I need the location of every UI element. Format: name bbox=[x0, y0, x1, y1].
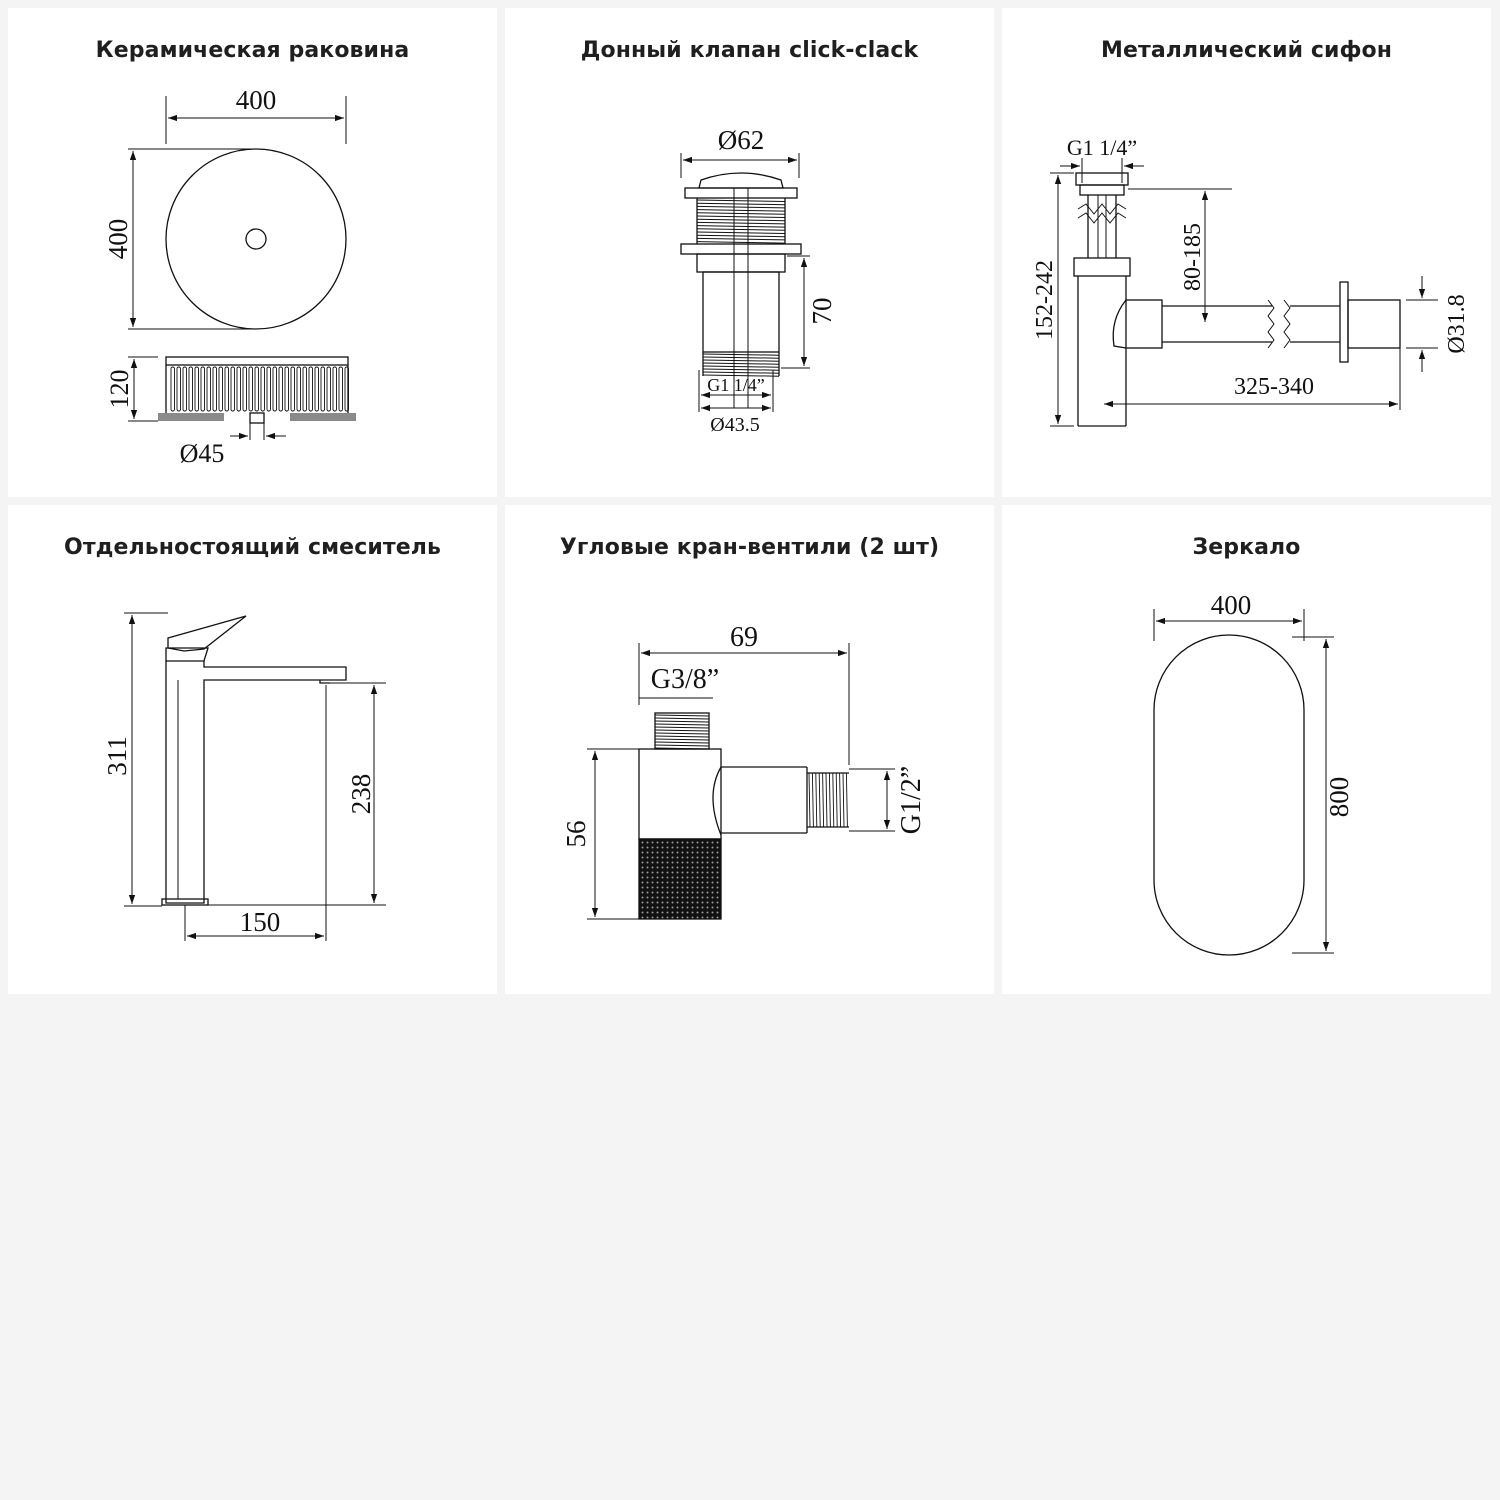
siphon-thread-label: G1 1/4” bbox=[1067, 135, 1137, 160]
mixer-base bbox=[161, 898, 209, 906]
mirror-drawing: 400 800 bbox=[1153, 590, 1354, 956]
mirror-outline bbox=[1153, 634, 1305, 956]
mixer-drawing: 311 238 150 bbox=[102, 612, 386, 941]
card-title: Металлический сифон bbox=[1100, 38, 1393, 63]
card-metal-siphon: Металлический сифон G1 1/4” bbox=[1002, 8, 1491, 497]
valve-bottom-thread bbox=[702, 352, 780, 377]
siphon-top-nut bbox=[1075, 172, 1129, 186]
sink-fluted-side bbox=[170, 366, 349, 412]
siphon-drawing: G1 1/4” 152-242 bbox=[1032, 135, 1470, 427]
card-click-clack-valve: Донный клапан click-clack Ø62 70 G1 1/4” bbox=[505, 8, 994, 497]
siphon-wall-flange bbox=[1339, 281, 1349, 363]
angle-valve-body bbox=[638, 748, 722, 840]
sink-drain-label: Ø45 bbox=[180, 439, 225, 468]
siphon-outlet-nut bbox=[1125, 299, 1163, 349]
siphon-height-label: 152-242 bbox=[1032, 260, 1058, 340]
siphon-length-label: 325-340 bbox=[1234, 374, 1314, 400]
angle-valve-length-label: 69 bbox=[730, 622, 758, 653]
card-title: Зеркало bbox=[1192, 535, 1301, 560]
mixer-reach-label: 150 bbox=[240, 907, 281, 937]
sink-drawing: 400 400 120 Ø45 bbox=[103, 85, 356, 468]
card-mirror: Зеркало 400 800 bbox=[1002, 505, 1491, 994]
valve-top-diameter-label: Ø62 bbox=[718, 125, 765, 155]
sink-bowl-outline bbox=[165, 148, 347, 330]
card-title: Отдельностоящий смеситель bbox=[64, 535, 441, 560]
angle-valve-knurled-handle bbox=[638, 838, 722, 920]
mirror-height-label: 800 bbox=[1324, 777, 1354, 818]
card-title: Керамическая раковина bbox=[95, 38, 410, 63]
valve-cap bbox=[698, 172, 784, 189]
card-freestanding-mixer: Отдельностоящий смеситель 311 238 150 bbox=[8, 505, 497, 994]
sink-base-left bbox=[158, 413, 224, 421]
sink-base-right bbox=[290, 413, 356, 421]
angle-valve-inlet-label: G3/8” bbox=[651, 664, 719, 695]
mirror-width-label: 400 bbox=[1211, 590, 1252, 620]
valve-lower-body bbox=[702, 271, 780, 353]
angle-valve-outlet-label: G1/2” bbox=[896, 766, 927, 834]
siphon-wall-pipe bbox=[1347, 299, 1401, 349]
sink-depth-label: 400 bbox=[103, 219, 133, 260]
siphon-body-nut bbox=[1073, 257, 1131, 277]
valve-bottom-diameter-label: Ø43.5 bbox=[710, 414, 759, 436]
valve-flange bbox=[680, 243, 802, 255]
valve-drawing: Ø62 70 G1 1/4” Ø43.5 bbox=[680, 125, 837, 436]
valve-height-label: 70 bbox=[807, 298, 837, 325]
angle-valve-height-label: 56 bbox=[561, 821, 591, 848]
mixer-body bbox=[165, 661, 347, 904]
card-title: Угловые кран-вентили (2 шт) bbox=[559, 535, 940, 560]
mixer-height-label: 311 bbox=[102, 736, 132, 776]
angle-valve-drawing: 69 G3/8” 56 G1/2” bbox=[561, 622, 927, 920]
mixer-spout-height-label: 238 bbox=[346, 774, 376, 815]
angle-valve-inlet-thread bbox=[654, 714, 710, 750]
valve-thread-label: G1 1/4” bbox=[707, 375, 765, 395]
siphon-pipe-diameter-label: Ø31.8 bbox=[1444, 294, 1470, 353]
sink-height-label: 120 bbox=[105, 370, 134, 409]
sink-width-label: 400 bbox=[236, 85, 277, 115]
card-angle-valves: Угловые кран-вентили (2 шт) 69 G3/8” bbox=[505, 505, 994, 994]
valve-threaded-body bbox=[696, 199, 786, 244]
siphon-adjust-label: 80-185 bbox=[1180, 223, 1206, 291]
mixer-lever bbox=[167, 615, 247, 652]
sink-rim bbox=[165, 356, 349, 366]
card-ceramic-sink: Керамическая раковина 400 400 120 bbox=[8, 8, 497, 497]
card-title: Донный клапан click-clack bbox=[580, 38, 919, 63]
angle-valve-outlet-thread bbox=[807, 772, 849, 828]
drain-hole bbox=[245, 228, 267, 250]
valve-nut bbox=[696, 253, 786, 273]
